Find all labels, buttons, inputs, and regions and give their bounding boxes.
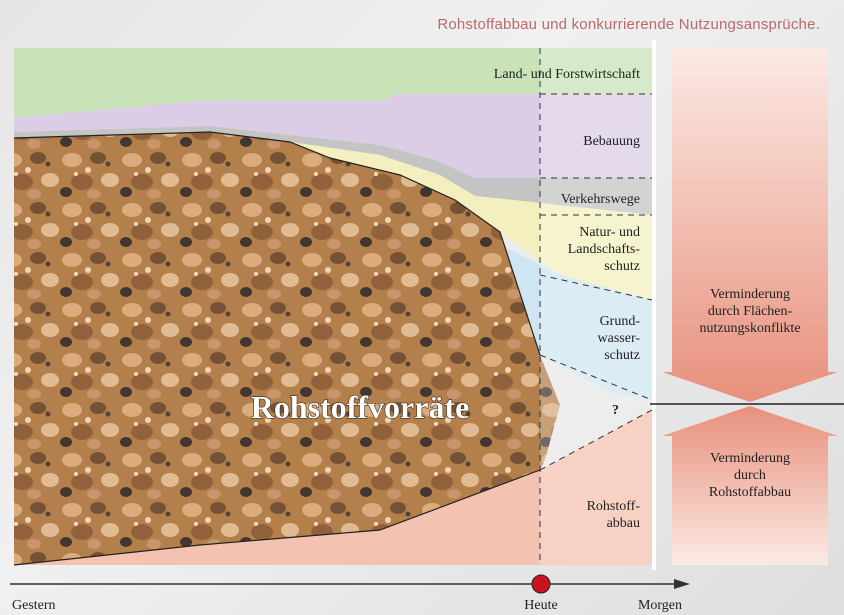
timeline: Gestern Heute Morgen [10, 574, 690, 613]
label-grund-1: Grund- [600, 314, 641, 329]
timeline-heute: Heute [524, 598, 557, 613]
future-zone [540, 48, 652, 565]
label-verkehr: Verkehrswege [561, 192, 640, 207]
arrow-down: Verminderung durch Flächen- nutzungskonf… [662, 48, 838, 402]
label-land: Land- und Forstwirtschaft [494, 67, 640, 82]
label-natur-1: Natur- und [579, 225, 640, 240]
resource-label: Rohstoffvorräte [251, 389, 470, 425]
band-verkehr [14, 126, 652, 215]
today-divider [652, 40, 656, 570]
layer-outline [13, 131, 541, 356]
layer-bands [14, 48, 652, 565]
band-natur [290, 142, 652, 300]
timeline-morgen: Morgen [638, 598, 682, 613]
dashed-separators [539, 48, 653, 565]
timeline-gestern: Gestern [12, 598, 56, 613]
arrow-up: Verminderung durch Rohstoffabbau [662, 406, 838, 565]
label-natur-3: schutz [604, 259, 640, 274]
band-bebauung [14, 94, 652, 178]
band-grundwasser [330, 158, 652, 400]
label-abbau-1: Rohstoff- [587, 499, 641, 514]
timeline-arrowhead [674, 579, 690, 589]
layer-outline-bottom [13, 469, 541, 566]
arrow-down-text-1: Verminderung [710, 287, 790, 302]
heute-marker [531, 574, 551, 594]
band-rohstoffabbau [14, 410, 652, 565]
label-question: ? [612, 403, 619, 418]
arrow-up-text-1: Verminderung [710, 451, 790, 466]
label-grund-3: schutz [604, 348, 640, 363]
arrow-up-text-3: Rohstoffabbau [709, 485, 791, 500]
label-grund-2: wasser- [598, 331, 641, 346]
label-bebauung: Bebauung [583, 134, 640, 149]
diagram-title: Rohstoffabbau und konkurrierende Nutzung… [437, 16, 820, 33]
label-abbau-2: abbau [607, 516, 640, 531]
arrow-up-text-2: durch [734, 468, 766, 483]
resource-gravel [14, 132, 560, 565]
arrow-down-text-3: nutzungskonflikte [699, 321, 800, 336]
arrow-down-text-2: durch Flächen- [708, 304, 793, 319]
label-natur-2: Landschafts- [568, 242, 641, 257]
